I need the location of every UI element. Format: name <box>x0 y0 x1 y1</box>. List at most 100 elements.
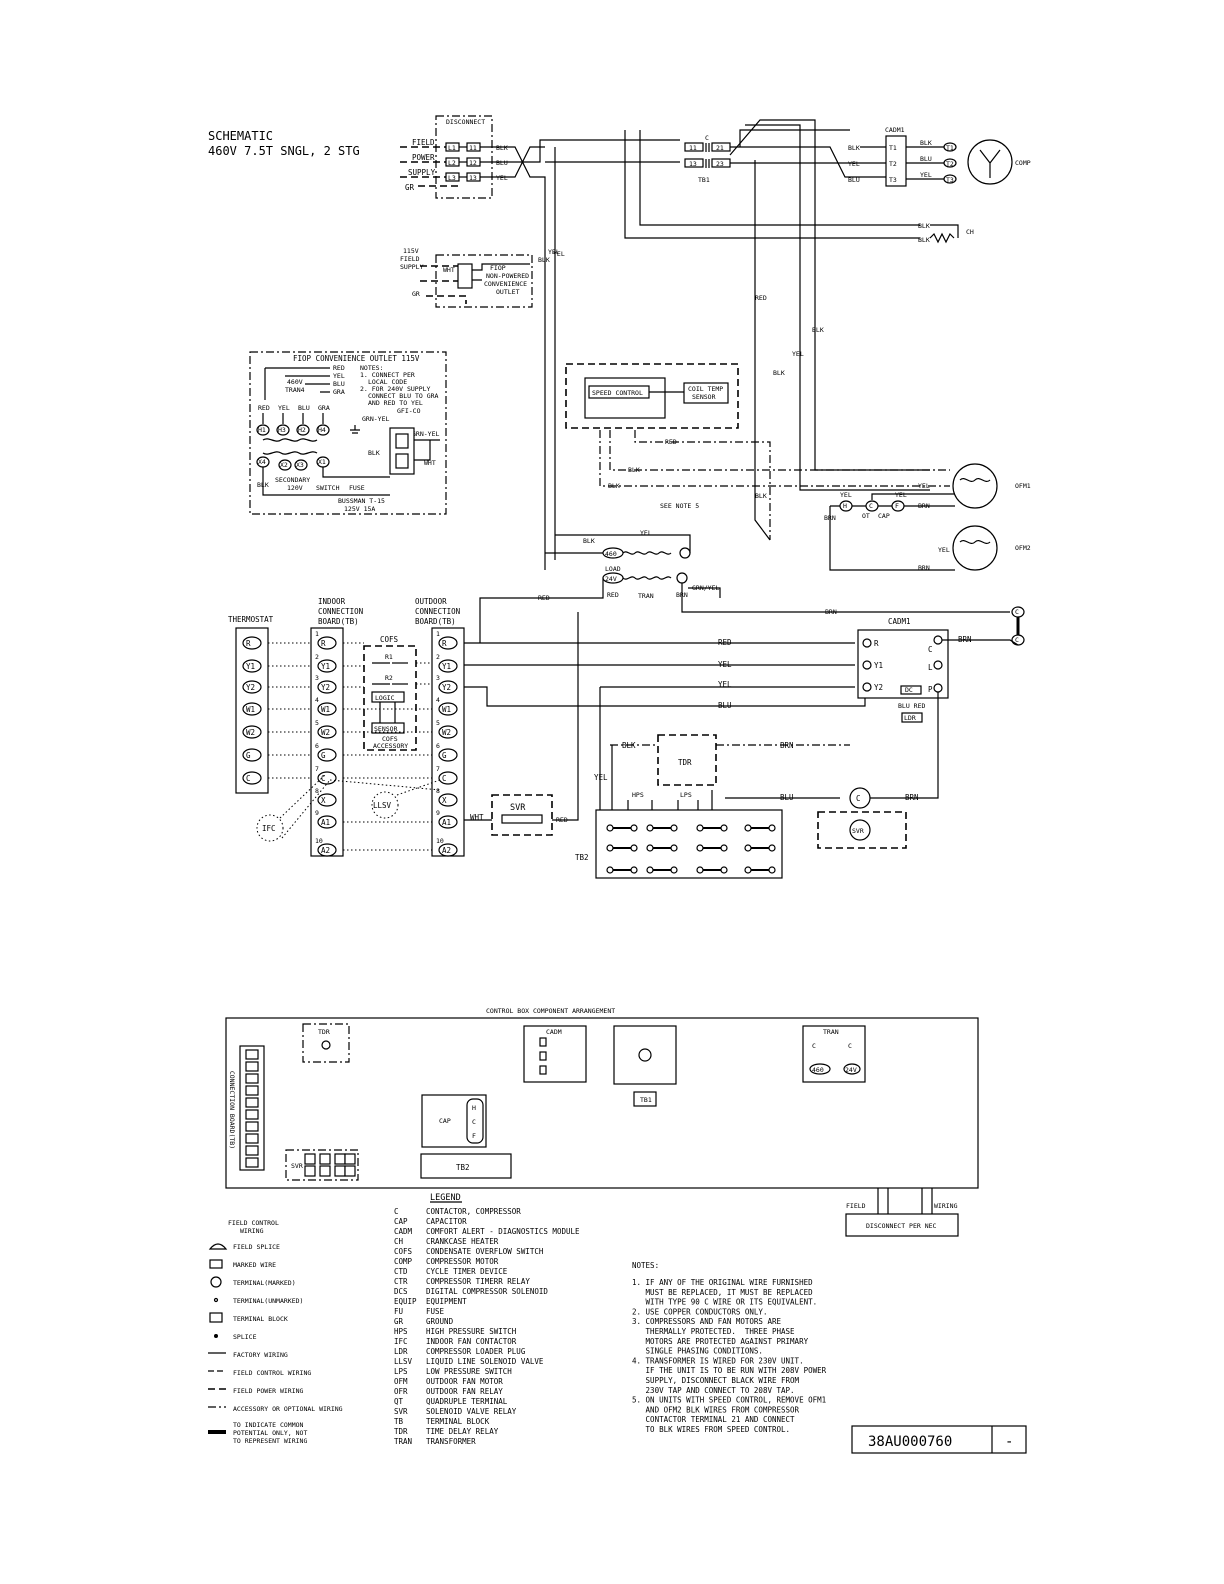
legend-abbrev: CTR <box>394 1277 408 1286</box>
legend-description: CAPACITOR <box>426 1217 467 1226</box>
svg-text:C: C <box>848 1042 852 1050</box>
legend-description: CRANKCASE HEATER <box>426 1237 499 1246</box>
svg-text:BLK: BLK <box>608 482 620 490</box>
common-potential-bar <box>208 1430 226 1434</box>
svg-text:F: F <box>895 502 899 510</box>
svg-text:AND RED TO YEL: AND RED TO YEL <box>368 399 423 407</box>
symbol-glyph <box>213 1297 219 1303</box>
board-terminal-number: 2 <box>315 653 319 661</box>
svg-text:YEL: YEL <box>333 372 345 380</box>
svg-text:GR: GR <box>405 183 415 192</box>
svg-text:C: C <box>856 794 861 803</box>
svg-text:TB2: TB2 <box>456 1163 470 1172</box>
svg-text:WHT: WHT <box>443 266 455 274</box>
svg-text:BLK: BLK <box>848 144 860 152</box>
svg-text:YEL: YEL <box>718 660 732 669</box>
svg-text:460: 460 <box>605 550 617 558</box>
svg-text:BRN: BRN <box>780 741 794 750</box>
thermostat-terminal: W2 <box>246 728 255 737</box>
symbol-description: FIELD CONTROL WIRING <box>233 1369 311 1377</box>
drawing-number-box <box>851 1425 1027 1454</box>
svg-text:RED: RED <box>718 638 732 647</box>
svg-text:BLK: BLK <box>812 326 824 334</box>
svg-text:COFS: COFS <box>380 635 399 644</box>
revision: - <box>1005 1434 1013 1450</box>
svg-text:BLK: BLK <box>496 144 508 152</box>
svg-text:BRN: BRN <box>918 564 930 572</box>
symbol-description: ACCESSORY OR OPTIONAL WIRING <box>233 1405 343 1413</box>
box-board-terminal <box>245 1109 259 1120</box>
svg-text:FIELD: FIELD <box>846 1202 866 1210</box>
note-line: SINGLE PHASING CONDITIONS. <box>632 1347 763 1356</box>
svg-text:BLU: BLU <box>496 159 508 167</box>
svg-text:1. CONNECT PER: 1. CONNECT PER <box>360 371 415 379</box>
svg-text:TB2: TB2 <box>575 853 589 862</box>
box-board-terminal <box>245 1133 259 1144</box>
board-terminal: R <box>321 639 326 648</box>
svg-text:H: H <box>843 502 847 510</box>
svg-text:COMP: COMP <box>1015 159 1031 167</box>
note-line: AND OFM2 BLK WIRES FROM COMPRESSOR <box>632 1405 800 1414</box>
svg-text:L1: L1 <box>448 144 456 152</box>
legend-description: SOLENOID VALVE RELAY <box>426 1407 517 1416</box>
schematic-subtitle: 460V 7.5T SNGL, 2 STG <box>208 144 360 158</box>
svg-text:H: H <box>472 1104 476 1112</box>
svg-text:CONNECTION: CONNECTION <box>415 607 460 616</box>
notes-list: 1. IF ANY OF THE ORIGINAL WIRE FURNISHED… <box>632 1278 827 1434</box>
board-terminal: G <box>442 751 447 760</box>
svg-text:23: 23 <box>716 160 724 168</box>
svg-text:24V: 24V <box>845 1066 857 1074</box>
box-board-terminal <box>245 1049 259 1060</box>
disconnect-per-nec <box>845 1213 959 1237</box>
svg-text:X3: X3 <box>296 461 304 469</box>
board-terminal-number: 10 <box>436 837 444 845</box>
svg-text:BLK: BLK <box>622 741 636 750</box>
svg-text:BLK: BLK <box>368 449 380 457</box>
crankcase-heater-label: CH <box>966 228 974 236</box>
svg-text:SPEED CONTROL: SPEED CONTROL <box>592 389 643 397</box>
svg-text:12: 12 <box>469 159 477 167</box>
legend-description: COMFORT ALERT - DIAGNOSTICS MODULE <box>426 1227 580 1236</box>
svg-text:BLK: BLK <box>773 369 785 377</box>
svg-text:2. FOR 240V SUPPLY: 2. FOR 240V SUPPLY <box>360 385 431 393</box>
svg-text:TO INDICATE COMMON: TO INDICATE COMMON <box>233 1421 304 1429</box>
llsv-coil <box>371 791 399 819</box>
svg-text:DC: DC <box>905 686 913 694</box>
svg-text:NOTES:: NOTES: <box>360 364 383 372</box>
legend-description: FUSE <box>426 1307 445 1316</box>
symbol-description: MARKED WIRE <box>233 1261 276 1269</box>
svg-text:SECONDARY: SECONDARY <box>275 476 310 484</box>
svg-text:YEL: YEL <box>792 350 804 358</box>
svg-text:X2: X2 <box>280 461 288 469</box>
svg-text:TO REPRESENT WIRING: TO REPRESENT WIRING <box>233 1437 307 1445</box>
legend-description: INDOOR FAN CONTACTOR <box>426 1337 517 1346</box>
svg-text:T2: T2 <box>946 160 954 168</box>
svg-text:CONVENIENCE: CONVENIENCE <box>484 280 527 288</box>
svg-text:OUTLET: OUTLET <box>496 288 520 296</box>
svg-text:11: 11 <box>689 144 697 152</box>
board-terminal: A2 <box>442 846 451 855</box>
svg-text:T1: T1 <box>946 144 954 152</box>
svg-text:C: C <box>472 1118 476 1126</box>
svg-text:ACCESSORY: ACCESSORY <box>373 742 408 750</box>
legend-abbrev: COFS <box>394 1247 413 1256</box>
board-terminal-number: 1 <box>315 630 319 638</box>
symbol-description: TERMINAL(MARKED) <box>233 1279 296 1287</box>
svg-text:P: P <box>928 685 933 694</box>
legend-abbrev: CH <box>394 1237 404 1246</box>
legend-description: COMPRESSOR TIMERR RELAY <box>426 1277 530 1286</box>
board-terminal-number: 5 <box>436 719 440 727</box>
svg-text:T1: T1 <box>889 144 897 152</box>
svg-text:BLK: BLK <box>583 537 595 545</box>
svg-text:CADM1: CADM1 <box>885 126 905 134</box>
svg-text:YEL: YEL <box>918 482 930 490</box>
svg-text:YEL: YEL <box>840 491 852 499</box>
svg-text:OUTDOOR: OUTDOOR <box>415 597 447 606</box>
svg-text:BLK: BLK <box>918 222 930 230</box>
cofs-accessory: COFS R1 R2 LOGIC SENSOR COFS ACCESSORY <box>363 635 417 751</box>
svg-text:FIOP: FIOP <box>490 264 506 272</box>
svg-text:T3: T3 <box>889 176 897 184</box>
board-terminal: W1 <box>442 705 451 714</box>
symbol-description: FIELD SPLICE <box>233 1243 280 1251</box>
